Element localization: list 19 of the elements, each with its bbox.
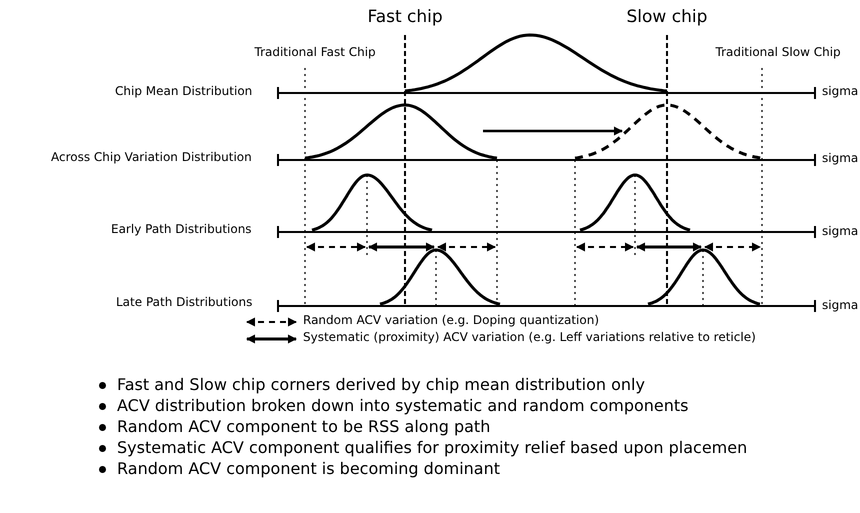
bullet-point: Fast and Slow chip corners derived by chip mean distribution only xyxy=(95,376,645,394)
bullet-point: Random ACV component is becoming dominant xyxy=(95,460,500,478)
row-label: Late Path Distributions xyxy=(116,296,252,310)
row-label: Chip Mean Distribution xyxy=(115,85,252,99)
axis-unit-label: sigma xyxy=(822,152,858,166)
corner-label: Traditional Slow Chip xyxy=(716,46,841,60)
axis-unit-label: sigma xyxy=(822,299,858,313)
axis-unit-label: sigma xyxy=(822,85,858,99)
bullet-point: ACV distribution broken down into systematic and random components xyxy=(95,397,688,416)
axis-unit-label: sigma xyxy=(822,225,858,239)
row-label: Across Chip Variation Distribution xyxy=(51,151,252,165)
legend-text: Systematic (proximity) ACV variation (e.g. Leff variations relative to reticle) xyxy=(303,331,756,345)
row-label: Early Path Distributions xyxy=(111,223,252,237)
column-heading: Fast chip xyxy=(368,8,443,28)
corner-label: Traditional Fast Chip xyxy=(254,46,376,60)
bullet-point: Random ACV component to be RSS along path xyxy=(95,418,490,436)
column-heading: Slow chip xyxy=(626,8,708,28)
bullet-point: Systematic ACV component qualifies for proximity relief based upon placemen xyxy=(95,439,748,458)
legend-text: Random ACV variation (e.g. Doping quantization) xyxy=(303,314,600,328)
